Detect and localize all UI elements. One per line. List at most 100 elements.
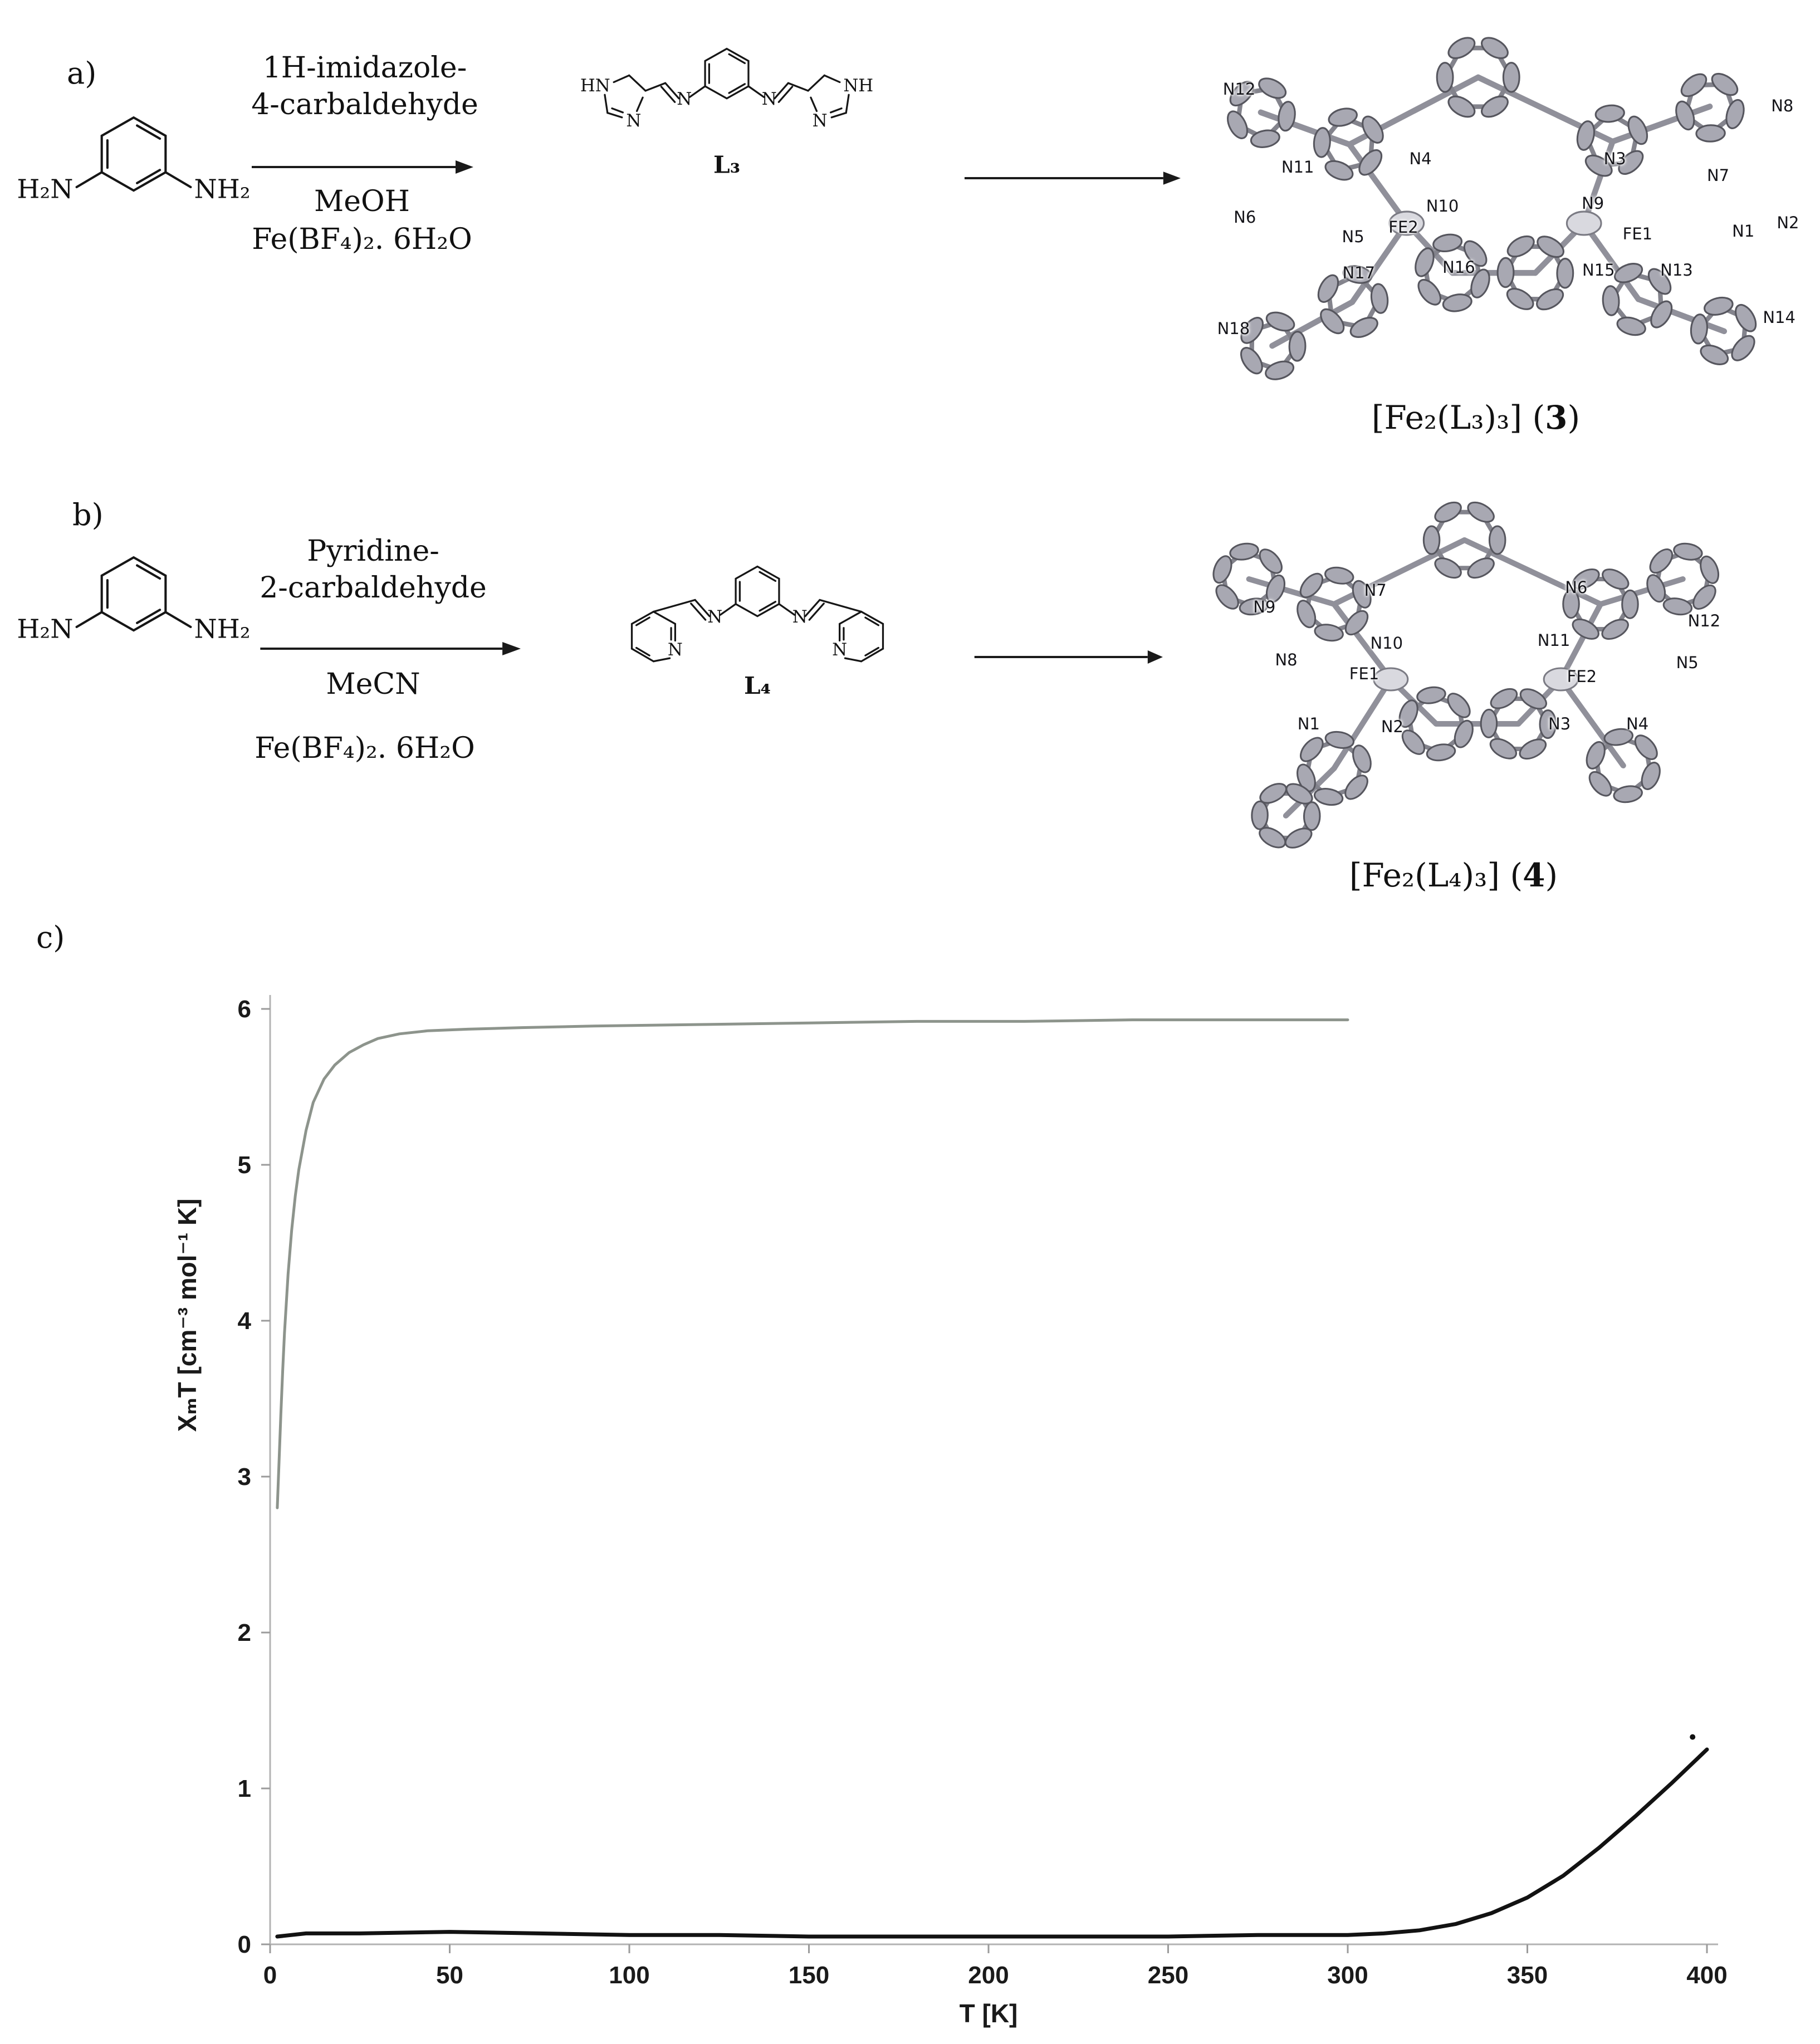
- iron-atom: [1543, 667, 1579, 692]
- thermal-ellipsoid: [1539, 709, 1557, 739]
- bond: [1246, 576, 1337, 607]
- thermal-ellipsoid: [1692, 584, 1716, 610]
- thermal-ellipsoid: [1467, 501, 1495, 523]
- panel-b-label: b): [72, 497, 104, 532]
- bond: [1331, 601, 1394, 682]
- x-tick-label-50: 50: [436, 1962, 463, 1989]
- bond: [1258, 109, 1353, 148]
- y-axis-title: XₘT [cm⁻³ mol⁻¹ K]: [173, 1199, 202, 1432]
- thermal-ellipsoid: [1576, 120, 1596, 151]
- atom-label-n7: N7: [1364, 581, 1387, 600]
- thermal-ellipsoid: [1352, 744, 1372, 773]
- thermal-ellipsoid: [1320, 308, 1345, 335]
- thermal-ellipsoid: [1328, 107, 1358, 127]
- thermal-ellipsoid: [1470, 268, 1490, 298]
- thermal-ellipsoid: [1296, 600, 1317, 629]
- thermal-ellipsoid: [1481, 95, 1509, 118]
- atom-label-n1: N1: [1732, 222, 1755, 241]
- thermal-ellipsoid: [1265, 574, 1286, 603]
- thermal-ellipsoid: [1641, 762, 1661, 790]
- iron-atom: [1373, 667, 1409, 692]
- thermal-ellipsoid: [1627, 115, 1648, 145]
- thermal-ellipsoid: [1586, 741, 1606, 769]
- thermal-ellipsoid: [1646, 574, 1666, 603]
- y-tick-label-6: 6: [238, 996, 251, 1023]
- thermal-ellipsoid: [1299, 572, 1324, 599]
- thermal-ellipsoid: [1436, 62, 1454, 93]
- reaction-conditions-b-top: Pyridine- 2-carbaldehyde: [239, 533, 507, 606]
- thermal-ellipsoid: [1634, 734, 1658, 761]
- y-tick-label-1: 1: [238, 1775, 251, 1802]
- thermal-ellipsoid: [1259, 548, 1283, 574]
- thermal-ellipsoid: [1250, 129, 1280, 148]
- thermal-ellipsoid: [1603, 728, 1634, 746]
- atom-label-n16: N16: [1442, 258, 1475, 277]
- thermal-ellipsoid: [1463, 240, 1488, 267]
- thermal-ellipsoid: [1695, 124, 1726, 143]
- thermal-ellipsoid: [1601, 619, 1629, 640]
- thermal-ellipsoid: [1572, 618, 1599, 640]
- thermal-ellipsoid: [1572, 568, 1600, 590]
- atom-label-n10: N10: [1426, 197, 1459, 216]
- thermal-ellipsoid: [1432, 233, 1463, 252]
- thermal-ellipsoid: [1352, 580, 1372, 609]
- x-tick-label-200: 200: [968, 1962, 1009, 1989]
- thermal-ellipsoid: [1324, 160, 1354, 181]
- ligand-l3-structure: N N HN NH N N L₃: [580, 47, 873, 179]
- atom-label-n4: N4: [1626, 714, 1649, 733]
- thermal-ellipsoid: [1621, 589, 1639, 619]
- thermal-ellipsoid: [1616, 316, 1646, 336]
- thermal-ellipsoid: [1519, 688, 1547, 710]
- thermal-ellipsoid: [1602, 285, 1620, 316]
- atom-label-n2: N2: [1777, 213, 1799, 233]
- compound-number: 4: [1523, 856, 1545, 894]
- atom-label-n14: N14: [1763, 307, 1795, 327]
- imidazole-nh-right: NH: [843, 76, 873, 96]
- thermal-ellipsoid: [1650, 300, 1673, 329]
- atom-label-n10: N10: [1370, 633, 1403, 653]
- thermal-ellipsoid: [1416, 686, 1446, 704]
- thermal-ellipsoid: [1313, 788, 1344, 806]
- y-tick-label-4: 4: [238, 1307, 252, 1335]
- ligand-l4-structure: N N N N L₄: [630, 565, 884, 699]
- imine-n-right: N: [792, 607, 808, 627]
- formula-text: [Fe₂(L₃)₃] (: [1371, 399, 1545, 437]
- thermal-ellipsoid: [1401, 729, 1425, 755]
- data-series-2: [275, 1747, 1709, 1939]
- atom-label-n1: N1: [1297, 714, 1320, 733]
- thermal-ellipsoid: [1735, 303, 1757, 332]
- thermal-ellipsoid: [1454, 719, 1474, 748]
- l4-bonds: [630, 565, 884, 663]
- iron-atom: [1565, 210, 1602, 236]
- reaction-conditions-a-top: 1H-imidazole- 4-carbaldehyde: [237, 50, 493, 123]
- reactant-diamine-structure: H₂N NH₂: [17, 116, 251, 204]
- condition-line: 4-carbaldehyde: [251, 87, 478, 121]
- thermal-ellipsoid: [1265, 311, 1295, 332]
- bond: [1346, 141, 1410, 227]
- y-tick-label-5: 5: [238, 1151, 251, 1179]
- thermal-ellipsoid: [1536, 288, 1564, 311]
- bond: [1269, 299, 1356, 349]
- thermal-ellipsoid: [1239, 597, 1269, 616]
- solvent-label-b: MeCN: [326, 668, 420, 701]
- thermal-ellipsoid: [1442, 293, 1472, 312]
- bond: [1581, 138, 1616, 227]
- thermal-ellipsoid: [1496, 257, 1515, 288]
- thermal-ellipsoid: [1490, 688, 1518, 709]
- product-label-4: [Fe₂(L₄)₃] (4): [1281, 856, 1626, 894]
- iron-salt-label-a: Fe(BF₄)₂. 6H₂O: [252, 223, 472, 256]
- thermal-ellipsoid: [1704, 296, 1734, 316]
- atom-label-n6: N6: [1565, 577, 1588, 597]
- thermal-ellipsoid: [1344, 610, 1369, 636]
- formula-text: ): [1545, 856, 1558, 894]
- atom-label-n5: N5: [1342, 227, 1364, 246]
- atom-label-n7: N7: [1706, 166, 1730, 185]
- benzene-ring-bonds: [75, 556, 192, 632]
- atom-label-fe2: FE2: [1567, 666, 1597, 686]
- x-tick-label-150: 150: [789, 1962, 829, 1989]
- imine-n-left: N: [677, 89, 692, 109]
- ligand-l3-label: L₃: [713, 151, 740, 179]
- iron-atom: [1388, 210, 1425, 236]
